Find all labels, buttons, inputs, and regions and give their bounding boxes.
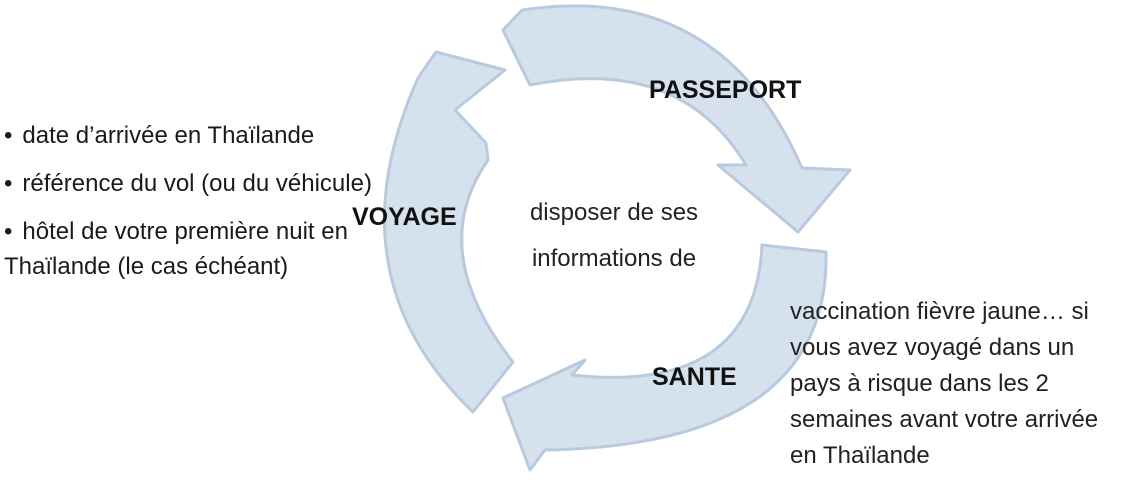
list-item-text: date d’arrivée en Thaïlande [22,122,315,149]
center-text-line1: disposer de ses [529,199,699,226]
bullet-icon: • [4,170,13,197]
list-item: •hôtel de votre première nuit en Thaïlan… [4,214,389,284]
bullet-icon: • [4,122,13,149]
list-item: • date d’arrivée en Thaïlande [4,118,389,153]
voyage-details-list: • date d’arrivée en Thaïlande • référence … [4,118,389,297]
arrow-passeport [501,4,852,234]
list-item-text: référence du vol (ou du véhicule) [22,170,372,197]
list-item-text: hôtel de votre première nuit en Thaïland… [4,218,348,280]
bullet-icon: • [4,218,13,245]
label-sante: SANTE [652,363,737,391]
arrow-sante [501,243,828,472]
arrow-voyage [383,50,515,414]
list-item: • référence du vol (ou du véhicule) [4,166,389,201]
label-voyage: VOYAGE [352,203,457,231]
center-text-line2: informations de [531,245,697,272]
sante-details: vaccination fièvre jaune… si vous avez v… [790,298,1099,469]
label-passeport: PASSEPORT [649,76,802,104]
center-text: disposer de ses informations de [498,190,730,282]
